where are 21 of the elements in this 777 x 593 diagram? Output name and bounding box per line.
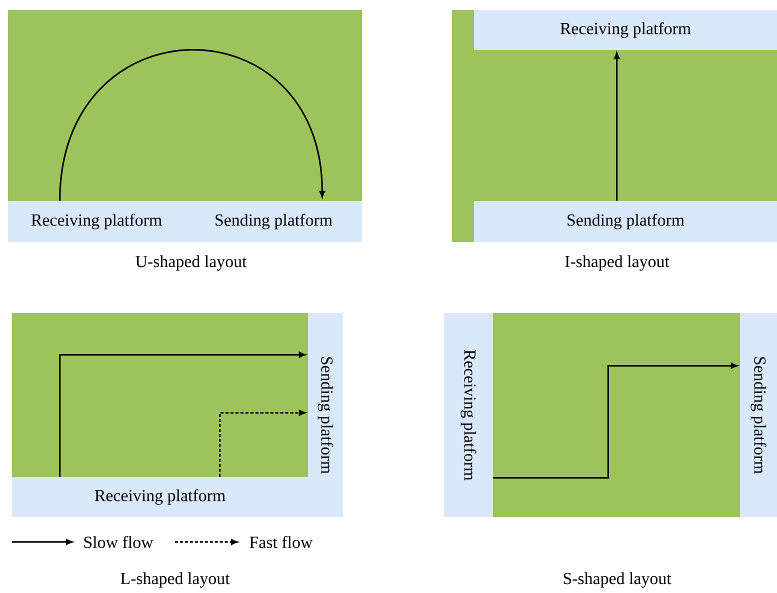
platform-band: Sending platform xyxy=(474,200,777,242)
platform-band: Sending platform xyxy=(185,200,362,242)
arrow xyxy=(614,52,620,201)
node-label: Receiving platform xyxy=(94,489,226,505)
platform-band: Sending platform xyxy=(308,312,343,517)
platform-band: Receiving platform xyxy=(8,200,185,242)
layout-caption: S-shaped layout xyxy=(564,572,672,588)
layout-caption: U-shaped layout xyxy=(136,255,247,271)
node-label: Receiving platform xyxy=(31,214,162,230)
platform-band: Receiving platform xyxy=(12,476,308,517)
legend-label: Slow flow xyxy=(84,536,154,548)
arrow xyxy=(59,352,306,477)
platform-band: Sending platform xyxy=(740,312,777,517)
layout-caption: L-shaped layout xyxy=(120,572,230,588)
node-label: Sending platform xyxy=(216,214,332,230)
legend-label: Fast flow xyxy=(250,536,313,548)
platform-band: Receiving platform xyxy=(474,10,777,50)
arrow xyxy=(493,362,738,479)
arrow xyxy=(219,410,306,477)
platform-band: Receiving platform xyxy=(444,312,493,517)
arrow xyxy=(59,49,326,201)
